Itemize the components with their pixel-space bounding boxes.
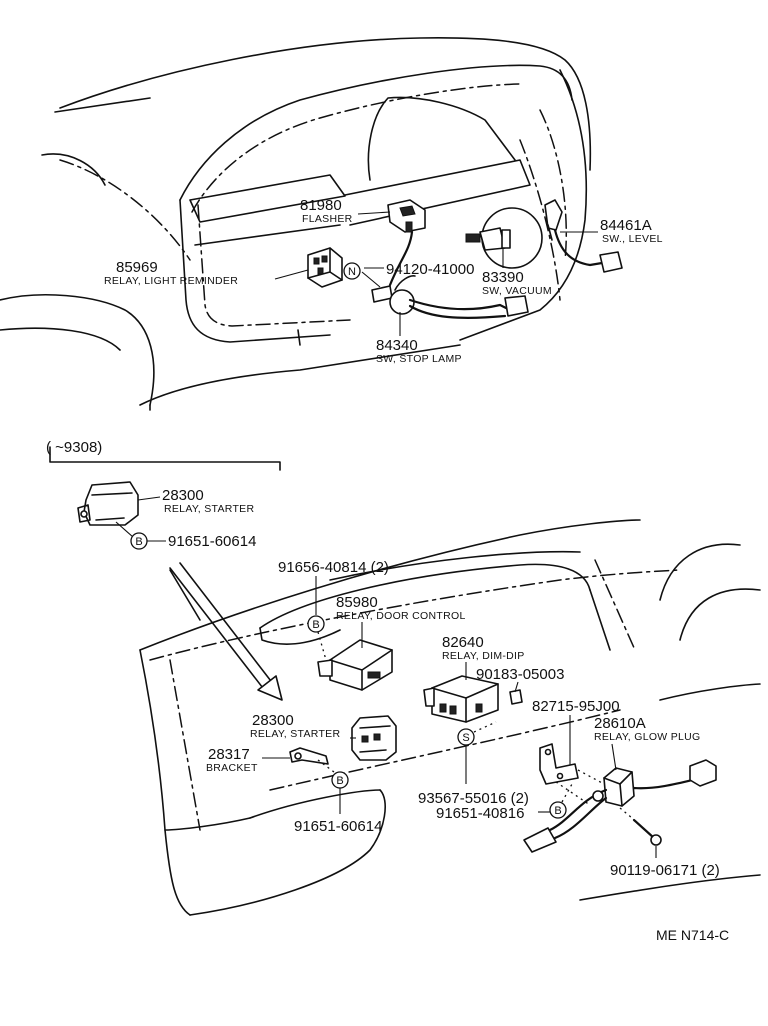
flasher-part bbox=[387, 199, 426, 233]
sw-vacuum-label: SW, VACUUM bbox=[482, 285, 552, 297]
door-control-number: 85980 bbox=[336, 594, 378, 611]
callout-inset-28300: 28300 RELAY, STARTER bbox=[137, 487, 254, 515]
callout-90183: 90183-05003 bbox=[476, 666, 564, 693]
flasher-number: 81980 bbox=[300, 197, 342, 214]
inset-frame: ( ~9308) bbox=[46, 439, 281, 471]
vacuum-switch-part bbox=[465, 207, 543, 269]
callout-85980: 85980 RELAY, DOOR CONTROL bbox=[336, 594, 466, 648]
starter-number: 28300 bbox=[252, 712, 294, 729]
starter-label: RELAY, STARTER bbox=[250, 728, 340, 740]
direction-arrow bbox=[169, 562, 283, 701]
dim-dip-label: RELAY, DIM-DIP bbox=[442, 650, 525, 662]
bolt-glow-symbol bbox=[549, 801, 567, 819]
door-control-relay-part bbox=[317, 639, 393, 691]
stop-lamp-switch-part bbox=[371, 230, 529, 319]
inset-bolt-number: 91651-60614 bbox=[168, 533, 256, 550]
glow-plug-relay-part bbox=[523, 759, 717, 853]
sw-stop-lamp-label: SW, STOP LAMP bbox=[376, 353, 462, 365]
inset-starter-relay-part bbox=[77, 481, 139, 526]
upper-dashboard-outline bbox=[0, 37, 592, 411]
range-note: ( ~9308) bbox=[46, 439, 102, 456]
bolt-door-symbol-letter: B bbox=[312, 619, 319, 631]
glow-plug-bracket-part bbox=[539, 743, 579, 785]
glow-plug-label: RELAY, GLOW PLUG bbox=[594, 731, 701, 743]
bracket-number: 28317 bbox=[208, 746, 250, 763]
inset-starter-number: 28300 bbox=[162, 487, 204, 504]
sw-vacuum-number: 83390 bbox=[482, 269, 524, 286]
light-reminder-label: RELAY, LIGHT REMINDER bbox=[104, 275, 238, 287]
callout-28610a: 28610A RELAY, GLOW PLUG bbox=[594, 715, 701, 771]
bolt-glow-symbol-letter: B bbox=[554, 805, 561, 817]
clip-number: 90183-05003 bbox=[476, 666, 564, 683]
callout-82640: 82640 RELAY, DIM-DIP bbox=[442, 634, 525, 680]
sw-level-label: SW., LEVEL bbox=[602, 233, 663, 245]
callout-82715: 82715-95J00 bbox=[532, 698, 620, 765]
bracket-label: BRACKET bbox=[206, 762, 258, 774]
callout-28317: 28317 BRACKET bbox=[206, 746, 290, 774]
callout-94120: N 94120-41000 bbox=[343, 261, 474, 280]
callout-83390: 83390 SW, VACUUM bbox=[482, 248, 552, 297]
alignment-dots-1 bbox=[555, 781, 591, 806]
bracket-glow-number: 82715-95J00 bbox=[532, 698, 620, 715]
callout-91651-60614: B 91651-60614 bbox=[294, 771, 382, 835]
drawing-code: ME N714-C bbox=[656, 927, 729, 943]
light-reminder-number: 85969 bbox=[116, 259, 158, 276]
bolt-starter-symbol-letter: B bbox=[336, 775, 343, 787]
dim-dip-relay-part bbox=[423, 675, 523, 723]
alignment-dots-2 bbox=[577, 769, 605, 785]
sw-stop-lamp-number: 84340 bbox=[376, 337, 418, 354]
flasher-label: FLASHER bbox=[302, 213, 353, 225]
sw-level-number: 84461A bbox=[600, 217, 652, 234]
inset-bolt-symbol-letter: B bbox=[135, 536, 142, 548]
bolt-starter-number: 91651-60614 bbox=[294, 818, 382, 835]
glow-plug-number: 28610A bbox=[594, 715, 646, 732]
light-reminder-relay-part bbox=[307, 247, 343, 288]
level-switch-part bbox=[544, 199, 623, 273]
dim-dip-number: 82640 bbox=[442, 634, 484, 651]
leader-94120 bbox=[361, 271, 381, 288]
callout-90119: 90119-06171 (2) bbox=[610, 846, 720, 879]
callout-91656: 91656-40814 (2) B bbox=[278, 559, 389, 661]
bolt-glow-number: 91651-40816 bbox=[436, 805, 524, 822]
screw-dim-symbol-letter: S bbox=[462, 732, 469, 744]
starter-relay-part bbox=[351, 715, 397, 761]
callout-inset-91651: B 91651-60614 bbox=[115, 521, 256, 550]
callout-84461a: 84461A SW., LEVEL bbox=[560, 217, 663, 245]
nut-symbol-letter: N bbox=[348, 266, 356, 278]
callout-28300: 28300 RELAY, STARTER bbox=[250, 712, 356, 740]
callout-91651-40816: 91651-40816 B bbox=[436, 783, 573, 822]
callout-81980: 81980 FLASHER bbox=[300, 197, 391, 225]
inset-starter-label: RELAY, STARTER bbox=[164, 503, 254, 515]
bolt-door-number: 91656-40814 (2) bbox=[278, 559, 389, 576]
nut-part-number: 94120-41000 bbox=[386, 261, 474, 278]
lower-dashboard-outline bbox=[139, 519, 761, 916]
screw-dim-number: 93567-55016 (2) bbox=[418, 790, 529, 807]
nut-symbol bbox=[343, 262, 361, 280]
callout-84340: 84340 SW, STOP LAMP bbox=[376, 312, 462, 365]
screw-glow-number: 90119-06171 (2) bbox=[610, 862, 720, 879]
bolt-door-symbol bbox=[307, 615, 325, 633]
screw-part bbox=[619, 807, 662, 846]
callout-93567: S 93567-55016 (2) bbox=[418, 721, 529, 807]
bracket-part bbox=[289, 747, 339, 776]
callout-85969: 85969 RELAY, LIGHT REMINDER bbox=[104, 259, 309, 287]
door-control-label: RELAY, DOOR CONTROL bbox=[336, 610, 466, 622]
